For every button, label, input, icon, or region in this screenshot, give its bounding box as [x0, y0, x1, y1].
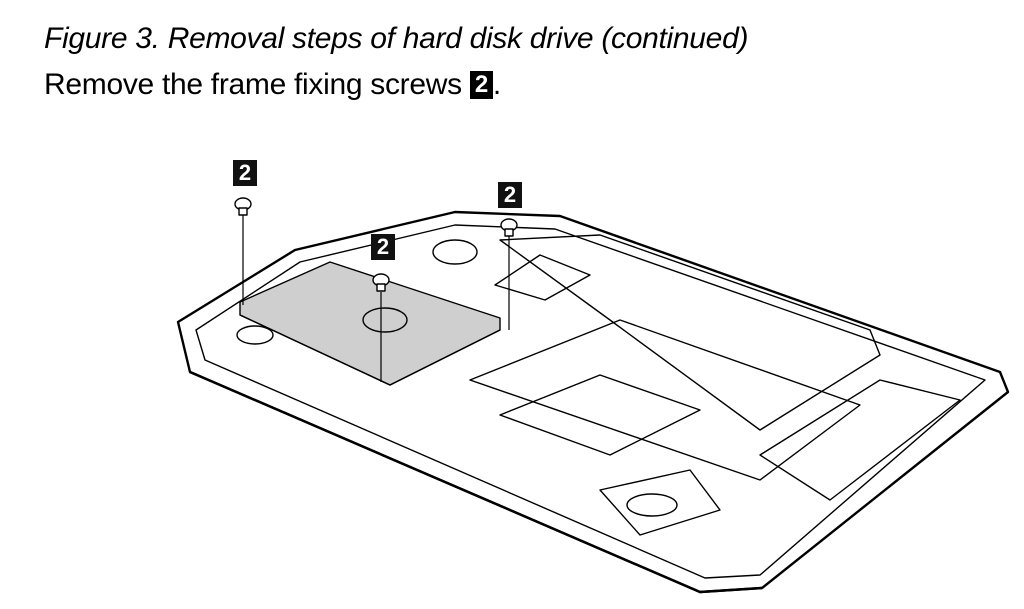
- screw-leader-lines: [242, 214, 510, 382]
- motherboard: [432, 234, 961, 501]
- step-badge: 2: [469, 71, 493, 99]
- instruction-body: Remove the frame fixing screws: [44, 68, 470, 101]
- speakers: [236, 325, 721, 536]
- figure-caption: Figure 3. Removal steps of hard disk dri…: [44, 22, 749, 55]
- screw-icon: [500, 218, 518, 237]
- instruction-text: Remove the frame fixing screws 2.: [44, 68, 501, 102]
- instruction-suffix: .: [492, 68, 501, 101]
- screw-callout-3: 2: [498, 182, 522, 208]
- screw-icon: [234, 197, 252, 216]
- screw-icon: [372, 273, 390, 292]
- hard-disk-drive: [239, 261, 501, 386]
- battery-area: [469, 319, 861, 481]
- screw-icons: [234, 197, 518, 292]
- screw-callout-2: 2: [371, 234, 395, 260]
- screw-callout-1: 2: [233, 160, 257, 186]
- laptop-base-outline: [176, 210, 1010, 594]
